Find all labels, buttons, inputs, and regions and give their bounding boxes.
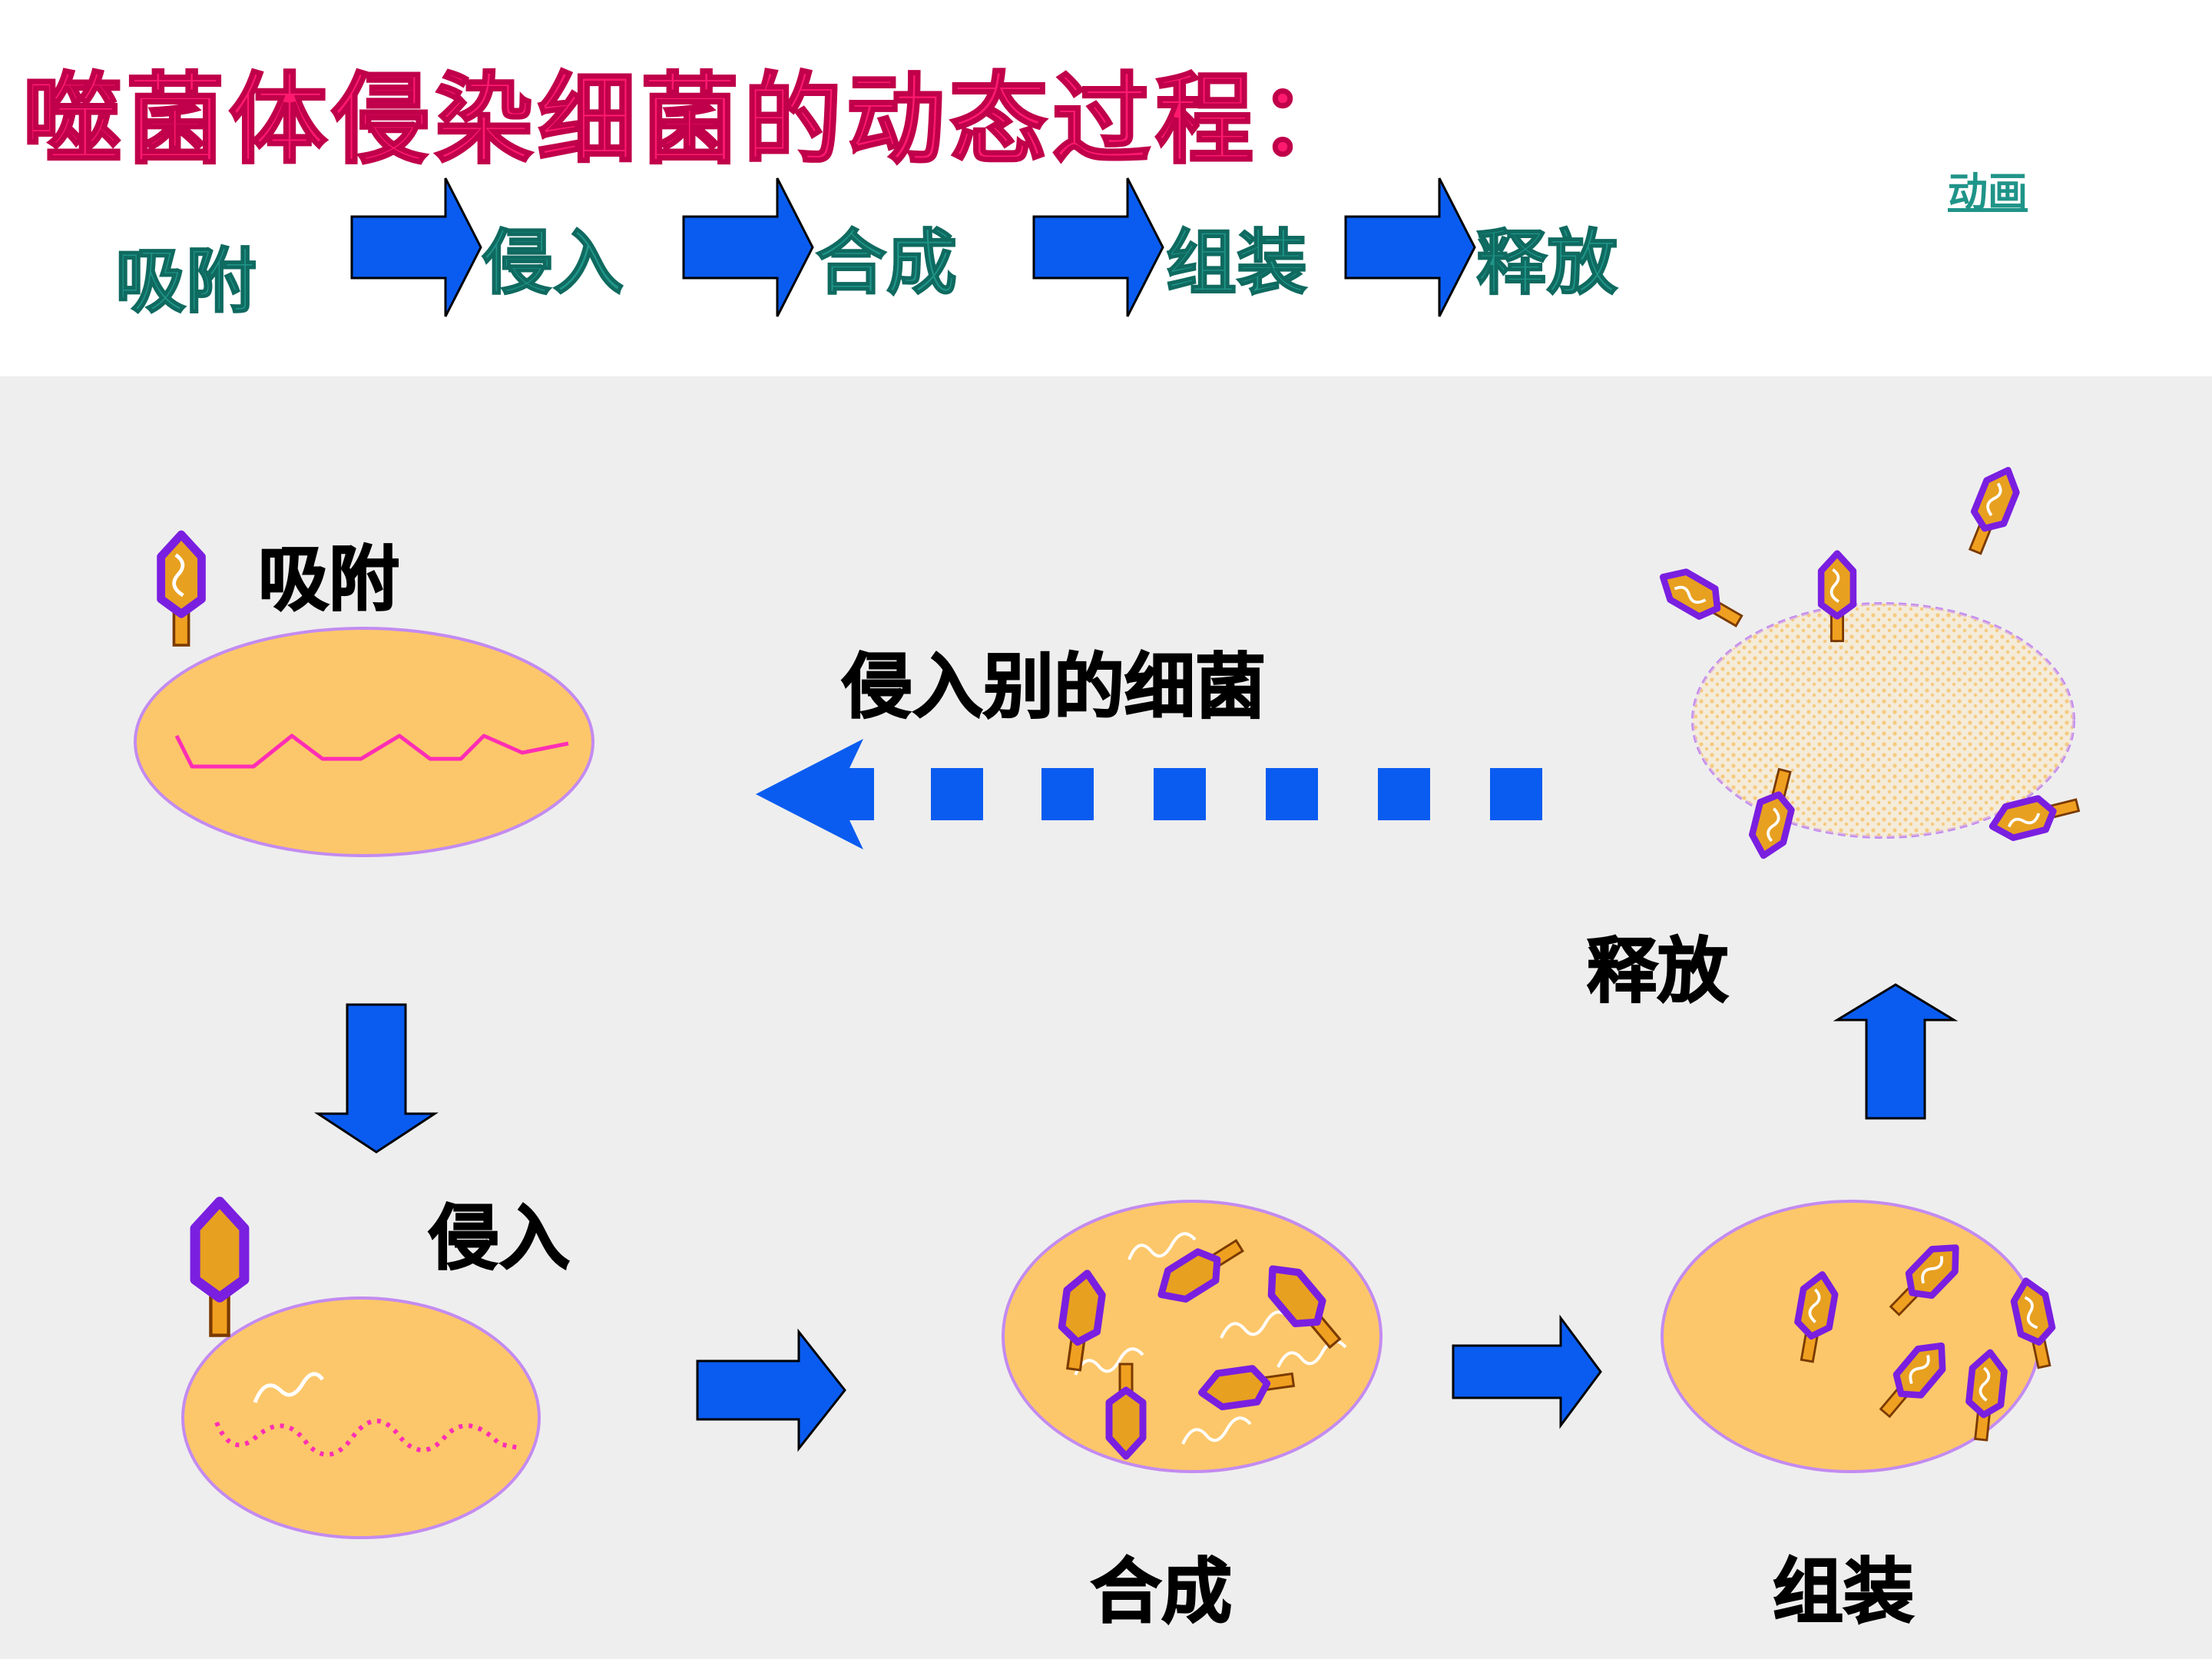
animation-link[interactable]: 动画 <box>1948 170 2028 216</box>
arrow-up <box>1833 983 1959 1120</box>
flow-step-release: 释放 <box>1475 221 1618 305</box>
flow-step-synthesize: 合成 <box>815 221 958 305</box>
stage-label-adsorb: 吸附 <box>257 538 400 621</box>
arrow-loop-dashed <box>756 739 1542 849</box>
flow-step-assemble: 组装 <box>1165 221 1308 305</box>
stage-label-assemble: 组装 <box>1772 1550 1915 1634</box>
flow-step-invade: 侵入 <box>482 221 624 305</box>
flow-arrow-2 <box>682 177 814 317</box>
loop-label: 侵入别的细菌 <box>841 645 1267 729</box>
bacterium-synthesize <box>1002 1200 1382 1473</box>
arrow-down <box>313 1003 439 1154</box>
bacterium-adsorb <box>134 627 594 857</box>
arrow-right-2 <box>1452 1314 1602 1429</box>
stage-label-release: 释放 <box>1586 929 1729 1013</box>
stage-label-synthesize: 合成 <box>1090 1550 1233 1634</box>
flow-arrow-4 <box>1344 177 1476 317</box>
bacterium-invade <box>181 1296 541 1539</box>
arrow-right-1 <box>696 1328 846 1452</box>
page-title: 噬菌体侵染细菌的动态过程： <box>22 62 1362 179</box>
bacterium-assemble <box>1661 1200 2060 1473</box>
flow-arrow-1 <box>350 177 482 317</box>
flow-arrow-3 <box>1032 177 1164 317</box>
stage-label-invade: 侵入 <box>428 1197 571 1280</box>
flow-step-adsorb: 吸附 <box>114 240 257 323</box>
